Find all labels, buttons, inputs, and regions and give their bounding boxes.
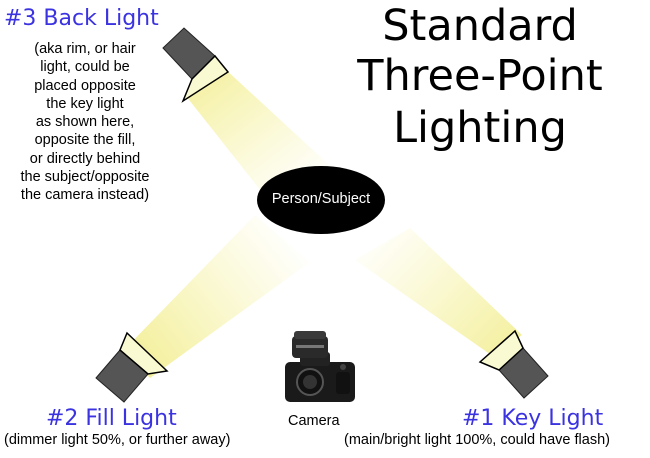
- key-light-name: #1 Key Light: [462, 406, 604, 431]
- fill-light-lamp-icon: [95, 331, 169, 403]
- back-light-note-line: placed opposite: [34, 77, 136, 94]
- back-light-note-line: the key light: [46, 95, 124, 112]
- title-line-2: Three-Point: [357, 51, 603, 101]
- back-light-note-line: light, could be: [40, 59, 130, 76]
- key-light-beam: [355, 228, 522, 357]
- back-light-note-line: (aka rim, or hair: [34, 41, 136, 57]
- key-light-lamp-icon: [478, 329, 549, 399]
- back-light-note-line: or directly behind: [29, 150, 141, 167]
- camera-label: Camera: [288, 413, 340, 429]
- subject-ellipse: [257, 166, 385, 234]
- title-line-1: Standard: [382, 1, 578, 51]
- back-light-note-line: the camera instead): [20, 187, 150, 204]
- fill-light-beam: [122, 215, 310, 378]
- back-light-note-line: opposite the fill,: [34, 132, 136, 149]
- camera-icon: [285, 331, 355, 402]
- back-light-note: (aka rim, or hair light, could be placed…: [0, 40, 170, 205]
- back-light-note-line: as shown here,: [35, 114, 135, 131]
- subject-label: Person/Subject: [271, 191, 371, 207]
- back-light-lamp-icon: [162, 27, 230, 103]
- back-light-note-line: the subject/opposite: [20, 169, 150, 186]
- back-light-name: #3 Back Light: [4, 6, 159, 31]
- fill-light-name: #2 Fill Light: [46, 406, 177, 431]
- key-light-note: (main/bright light 100%, could have flas…: [344, 432, 610, 448]
- title-line-3: Lighting: [393, 103, 567, 153]
- fill-light-note: (dimmer light 50%, or further away): [4, 432, 231, 448]
